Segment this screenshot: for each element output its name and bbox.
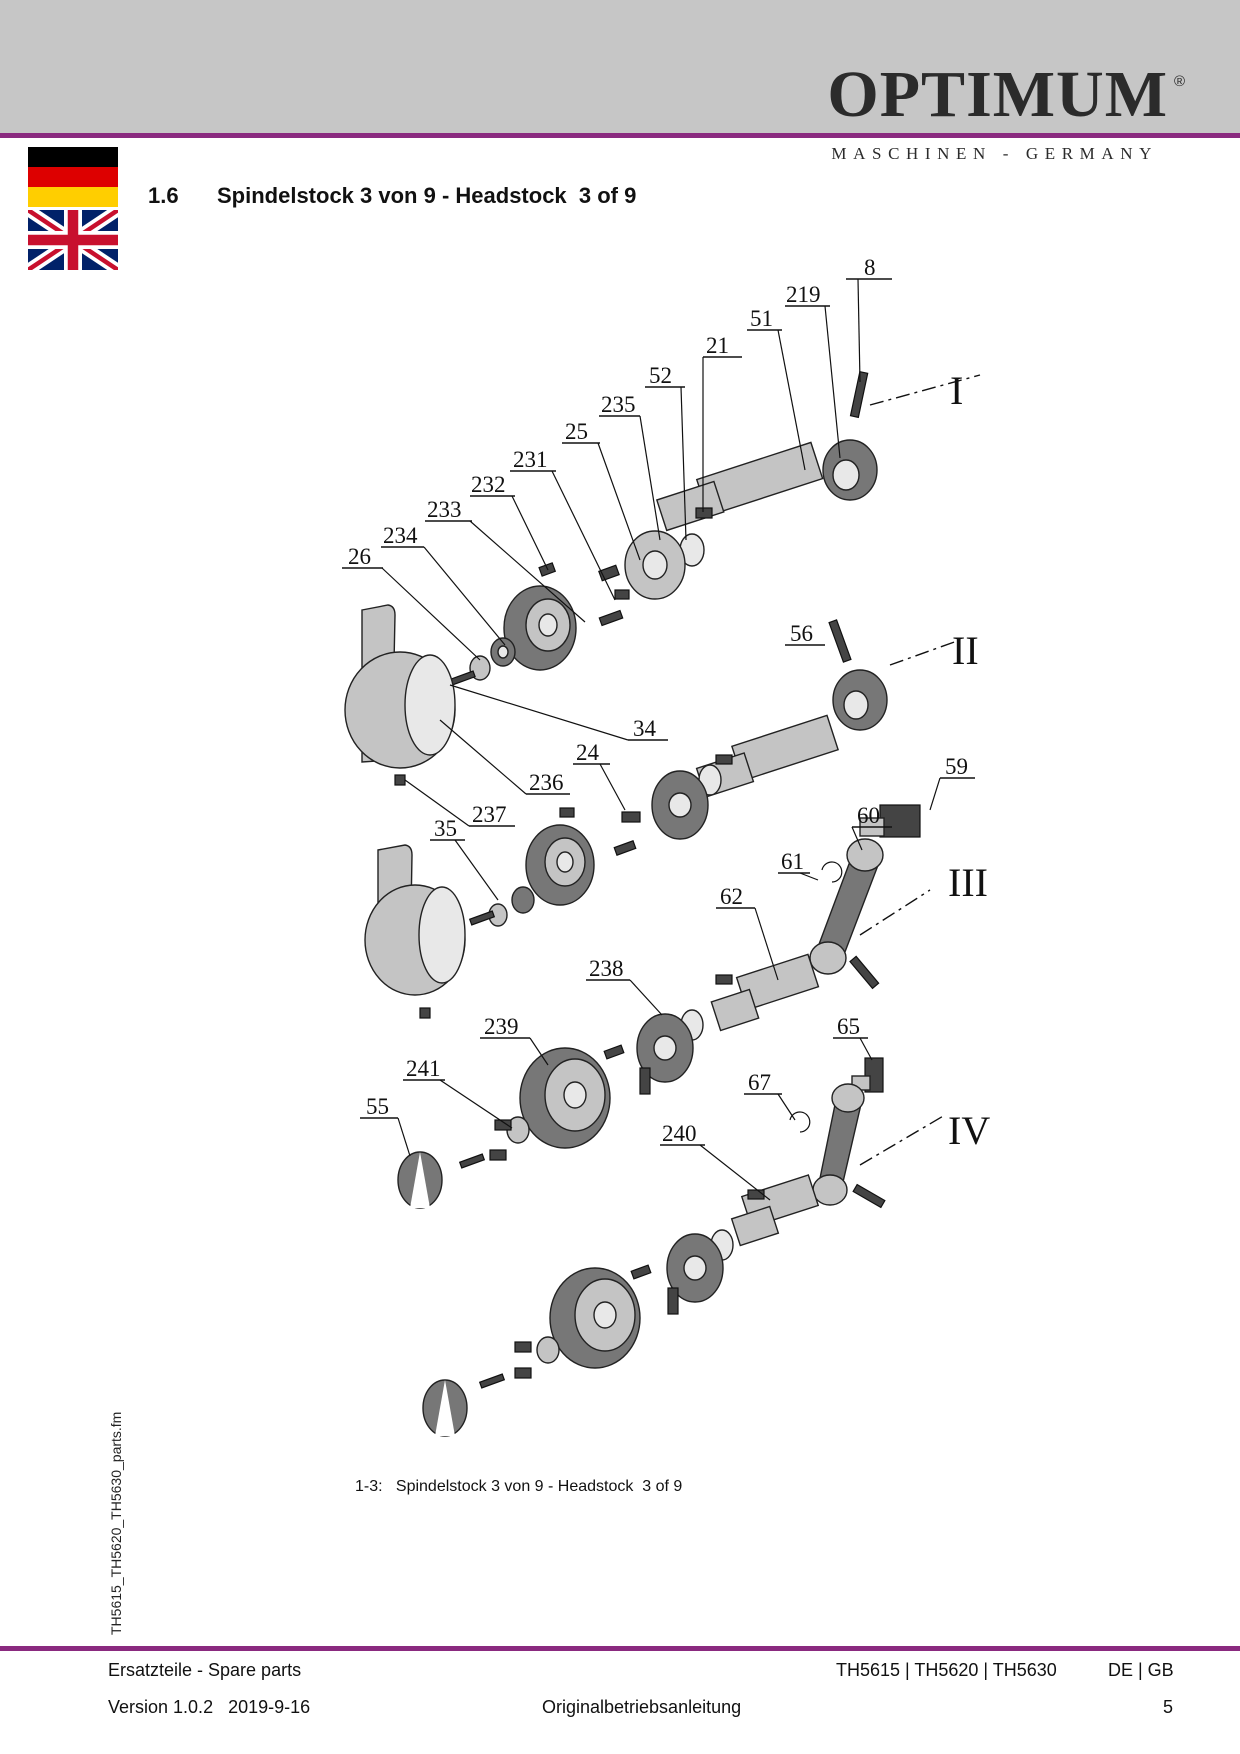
callout-219: 219 [786, 282, 821, 307]
callout-numbers: 8 219 51 21 52 235 25 231 232 233 234 26… [348, 255, 968, 1146]
assembly-label-i: I [950, 368, 963, 413]
registered-mark: ® [1173, 73, 1185, 90]
callout-65: 65 [837, 1014, 860, 1039]
figure-caption: 1-3: Spindelstock 3 von 9 - Headstock 3 … [355, 1478, 683, 1495]
callout-51: 51 [750, 306, 773, 331]
header-rule [0, 133, 1240, 138]
footer-left: Ersatzteile - Spare parts [108, 1660, 302, 1680]
callout-231: 231 [513, 447, 548, 472]
footer-models: TH5615 | TH5620 | TH5630 [836, 1660, 1057, 1680]
callout-238: 238 [589, 956, 624, 981]
callout-234: 234 [383, 523, 418, 548]
callout-235: 235 [601, 392, 636, 417]
callout-24: 24 [576, 740, 600, 765]
header-band [0, 0, 1240, 133]
assembly-label-ii: II [952, 628, 979, 673]
callout-55: 55 [366, 1094, 389, 1119]
section-number: 1.6 [148, 183, 179, 208]
callout-8: 8 [864, 255, 876, 280]
german-flag-icon [28, 147, 118, 207]
assembly-iv [422, 1057, 946, 1437]
callout-56: 56 [790, 621, 813, 646]
callout-60: 60 [857, 803, 880, 828]
footer-languages: DE | GB [1108, 1660, 1174, 1680]
callout-232: 232 [471, 472, 506, 497]
assembly-iii [397, 804, 931, 1209]
callout-241: 241 [406, 1056, 441, 1081]
section-title: Spindelstock 3 von 9 - Headstock 3 of 9 [217, 183, 637, 208]
callout-35: 35 [434, 816, 457, 841]
callout-21: 21 [706, 333, 729, 358]
page-number: 5 [1163, 1697, 1174, 1717]
footer-rule [0, 1646, 1240, 1651]
callout-26: 26 [348, 544, 371, 569]
callout-239: 239 [484, 1014, 519, 1039]
assembly-label-iii: III [948, 860, 988, 905]
assembly-ii [364, 619, 961, 1019]
footer-version: Version 1.0.2 2019-9-16 [108, 1697, 311, 1717]
assembly-i [344, 370, 981, 786]
callout-25: 25 [565, 419, 588, 444]
callout-34: 34 [633, 716, 657, 741]
leader-lines [342, 278, 975, 1201]
brand-tagline: MASCHINEN - GERMANY [831, 144, 1158, 163]
callout-59: 59 [945, 754, 968, 779]
brand-logo: OPTIMUM [827, 58, 1168, 131]
callout-67: 67 [748, 1070, 771, 1095]
assembly-label-iv: IV [948, 1108, 990, 1153]
callout-52: 52 [649, 363, 672, 388]
side-file-label: TH5615_TH5620_TH5630_parts.fm [108, 1411, 124, 1635]
callout-240: 240 [662, 1121, 697, 1146]
callout-61: 61 [781, 849, 804, 874]
exploded-parts-drawing: 8 219 51 21 52 235 25 231 232 233 234 26… [342, 255, 990, 1437]
callout-236: 236 [529, 770, 564, 795]
callout-62: 62 [720, 884, 743, 909]
callout-233: 233 [427, 497, 462, 522]
assembly-numerals: I II III IV [948, 368, 990, 1153]
callout-237: 237 [472, 802, 507, 827]
uk-flag-icon [28, 210, 118, 270]
footer-center: Originalbetriebsanleitung [542, 1697, 742, 1717]
